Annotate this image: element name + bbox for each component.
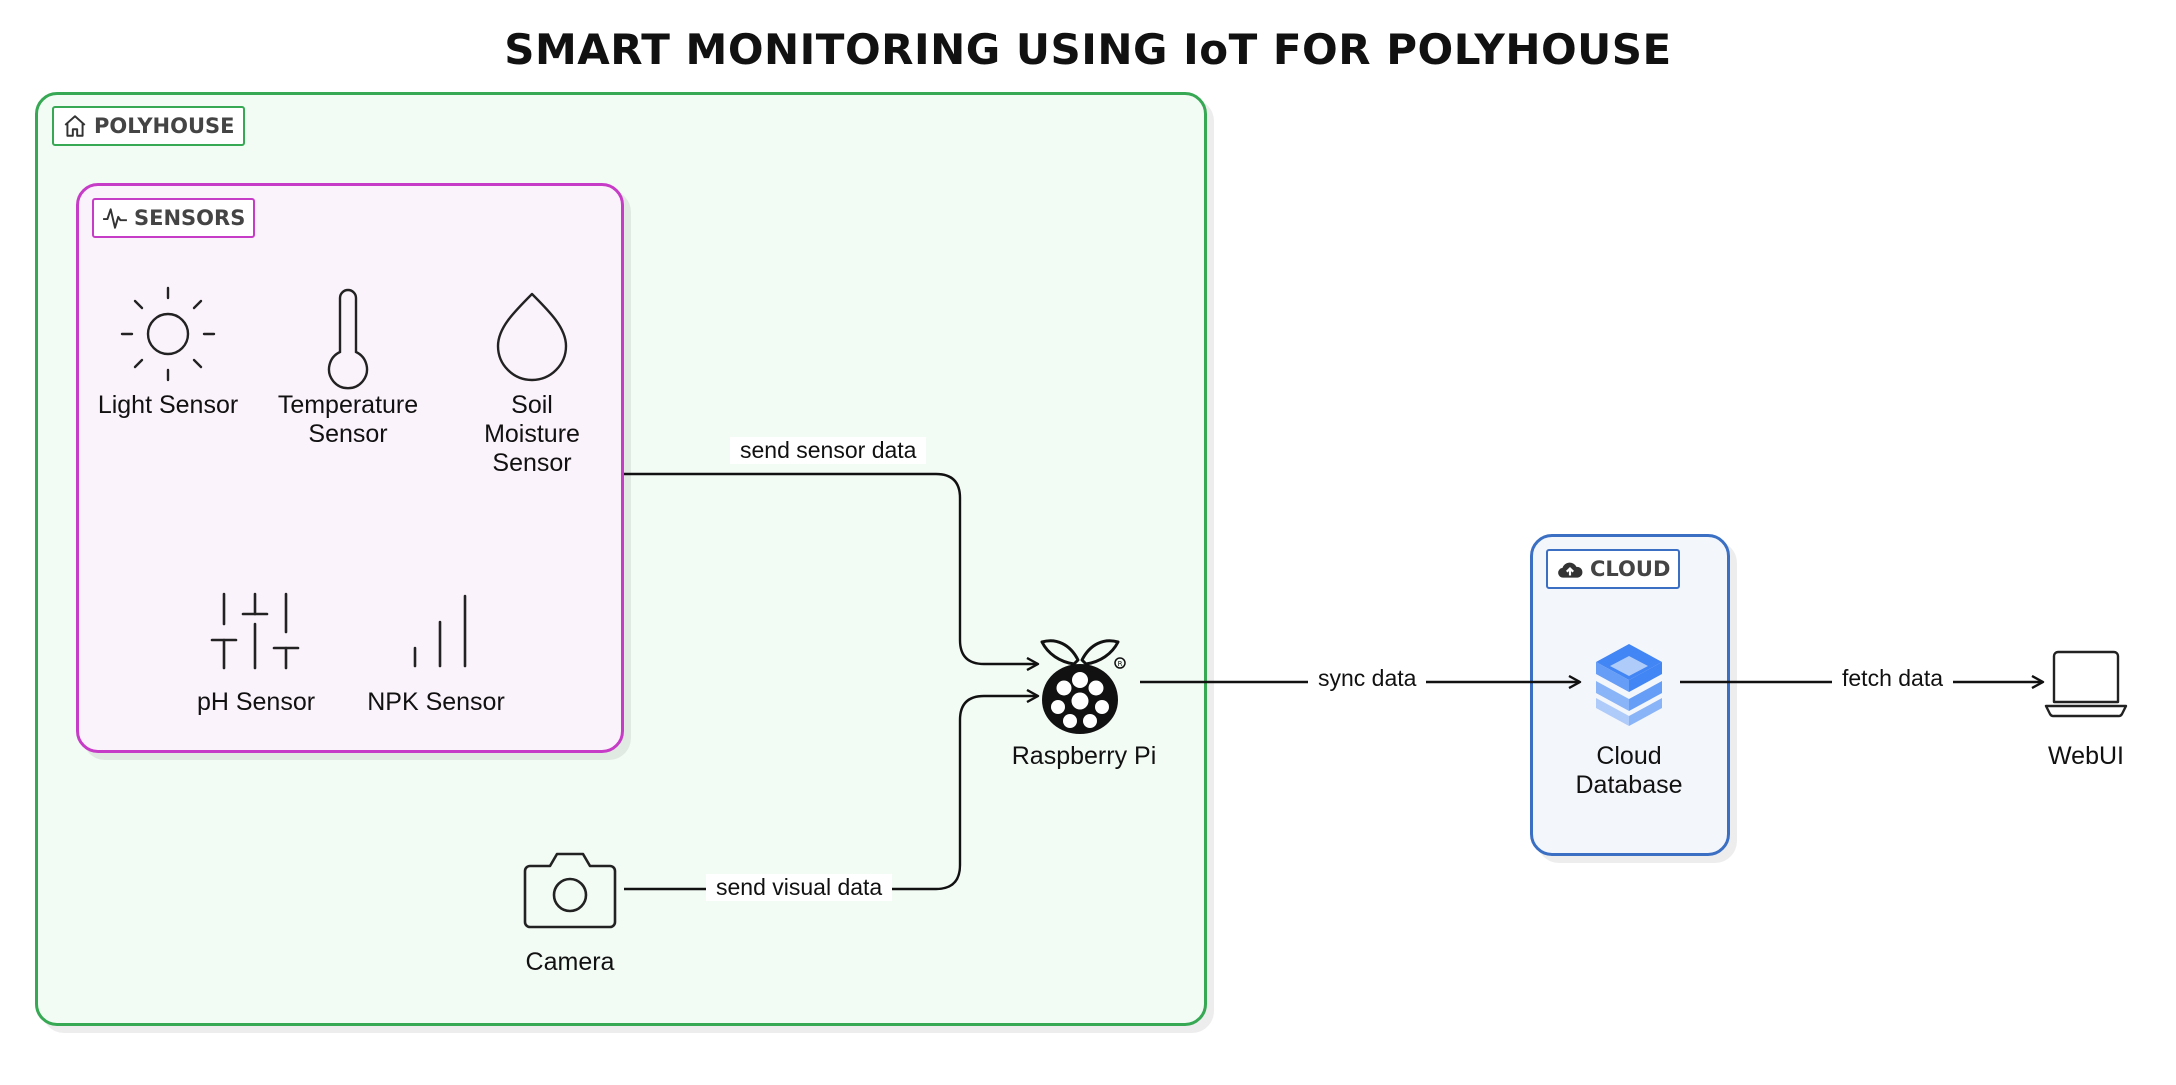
sensors-label-text: SENSORS (134, 206, 246, 230)
edge-label-sensors: send sensor data (730, 437, 927, 464)
bar-chart-icon (413, 594, 467, 668)
polyhouse-group-label: POLYHOUSE (52, 106, 245, 146)
cloud-group-label: CLOUD (1546, 549, 1681, 589)
raspberry-pi-icon: R (1040, 639, 1126, 734)
edge-camera-to-pi (624, 696, 1038, 891)
cloud-label-text: CLOUD (1590, 557, 1671, 581)
diagram-title: SMART MONITORING USING IoT FOR POLYHOUSE (504, 25, 1672, 74)
svg-text:R: R (1118, 660, 1123, 668)
sliders-icon (210, 592, 300, 670)
soil-moisture-sensor-label: Soil Moisture Sensor (484, 391, 580, 477)
droplet-icon (496, 292, 568, 382)
cloud-database-label: Cloud Database (1575, 742, 1683, 799)
raspberry-pi-label: Raspberry Pi (1011, 742, 1157, 770)
edge-sensors-to-pi (624, 472, 1038, 664)
home-icon (64, 115, 86, 137)
temperature-sensor-label: Temperature Sensor (277, 391, 419, 448)
edge-label-sync: sync data (1308, 665, 1427, 692)
npk-sensor-label: NPK Sensor (367, 688, 505, 716)
sensors-group-label: SENSORS (92, 198, 256, 238)
laptop-icon (2044, 650, 2128, 718)
thermometer-icon (327, 288, 369, 390)
edge-label-fetch: fetch data (1832, 665, 1954, 692)
polyhouse-label-text: POLYHOUSE (94, 114, 235, 138)
webui-label: WebUI (2048, 742, 2124, 770)
sun-icon (120, 286, 216, 382)
camera-icon (523, 852, 617, 929)
cloud-icon (1558, 562, 1583, 578)
camera-label: Camera (525, 948, 615, 976)
edge-label-camera: send visual data (706, 874, 893, 901)
sensors-group (76, 183, 624, 753)
activity-icon (103, 208, 127, 229)
ph-sensor-label: pH Sensor (196, 688, 316, 716)
database-icon (1596, 644, 1662, 726)
light-sensor-label: Light Sensor (97, 391, 239, 419)
